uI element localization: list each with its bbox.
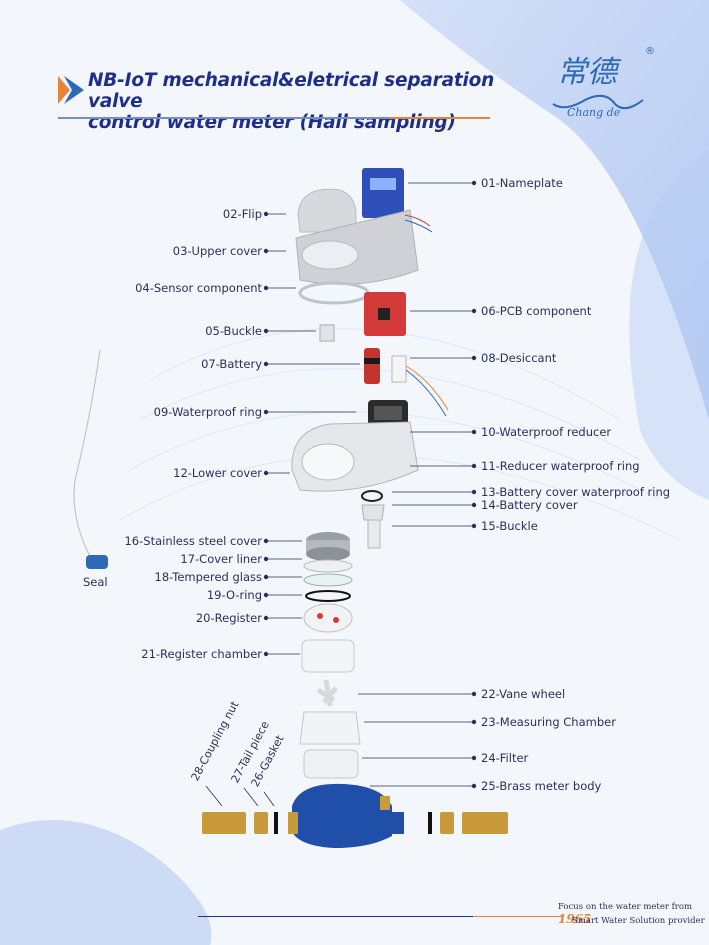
title-underline-accent (390, 117, 490, 119)
footer-provider: Smart Water Solution provider (572, 916, 705, 926)
label-seal: Seal (83, 575, 108, 589)
footer-tagline-text: Focus on the water meter from (558, 902, 693, 912)
footer-rule-accent (473, 916, 563, 917)
gasket-left-part (274, 812, 278, 834)
svg-text:常德: 常德 (557, 55, 622, 90)
label-tempered-glass: 18-Tempered glass (154, 570, 262, 584)
label-buckle-05: 05-Buckle (205, 324, 262, 338)
label-lower-cover: 12-Lower cover (173, 466, 262, 480)
label-reducer-waterproof-ring: 11-Reducer waterproof ring (481, 459, 640, 473)
label-brass-meter-body: 25-Brass meter body (481, 779, 602, 793)
measuring-chamber-part (299, 711, 361, 745)
label-measuring-chamber: 23-Measuring Chamber (481, 715, 616, 729)
filter-part (303, 749, 359, 779)
label-buckle-15: 15-Buckle (481, 519, 538, 533)
svg-text:®: ® (645, 46, 655, 57)
battery-cover-part (361, 504, 385, 521)
seal-wire (73, 349, 101, 561)
label-desiccant: 08-Desiccant (481, 351, 557, 365)
label-upper-cover: 03-Upper cover (172, 244, 262, 258)
label-battery-cover: 14-Battery cover (481, 498, 578, 512)
tail-piece-left-part (202, 812, 246, 834)
desiccant-part (391, 355, 407, 383)
tempered-glass-part (303, 573, 353, 587)
svg-text:Chang de: Chang de (567, 106, 621, 119)
footer-year: 1965 (558, 912, 592, 926)
register-chamber-part (301, 639, 355, 673)
label-sensor-component: 04-Sensor component (135, 281, 262, 295)
label-stainless-steel-cover: 16-Stainless steel cover (124, 534, 262, 548)
label-vane-wheel: 22-Vane wheel (481, 687, 566, 701)
label-battery-cover-waterproof-ring: 13-Battery cover waterproof ring (481, 485, 671, 499)
label-register: 20-Register (195, 611, 262, 625)
title-line-1: NB-IoT mechanical&eletrical separation v… (88, 70, 495, 112)
label-register-chamber: 21-Register chamber (141, 647, 262, 661)
buckle-part (319, 324, 335, 342)
brass-meter-body-part (292, 783, 392, 848)
gasket-right-part (428, 812, 432, 834)
battery-cover-ring-part (361, 490, 383, 502)
label-battery: 07-Battery (201, 357, 262, 371)
register-part (303, 603, 353, 633)
vane-wheel-part (316, 679, 338, 707)
tail-piece-right-part (462, 812, 508, 834)
label-o-ring: 19-O-ring (206, 588, 262, 602)
title-arrow-icon (58, 76, 84, 104)
label-cover-liner: 17-Cover liner (180, 552, 262, 566)
cover-liner-part (303, 559, 353, 573)
coupling-nut-left-part (254, 812, 268, 834)
buckle-15-part (367, 519, 381, 549)
label-flip: 02-Flip (222, 207, 262, 221)
label-filter: 24-Filter (481, 751, 529, 765)
label-pcb-component: 06-PCB component (481, 304, 592, 318)
title-underline (58, 117, 490, 119)
brand-logo: 常德 Chang de ® (552, 46, 655, 119)
label-waterproof-ring: 09-Waterproof ring (153, 405, 262, 419)
coupling-nut-right-part (440, 812, 454, 834)
label-nameplate: 01-Nameplate (481, 176, 563, 190)
nameplate-part (362, 168, 404, 218)
o-ring-part (305, 590, 351, 602)
footer-tagline: Focus on the water meter from 1965 (558, 902, 709, 926)
flip-part (297, 188, 357, 233)
battery-part (364, 348, 380, 384)
label-waterproof-reducer: 10-Waterproof reducer (481, 425, 612, 439)
seal-icon (86, 555, 108, 569)
footer-rule (198, 916, 473, 917)
sensor-component-part (298, 281, 370, 305)
